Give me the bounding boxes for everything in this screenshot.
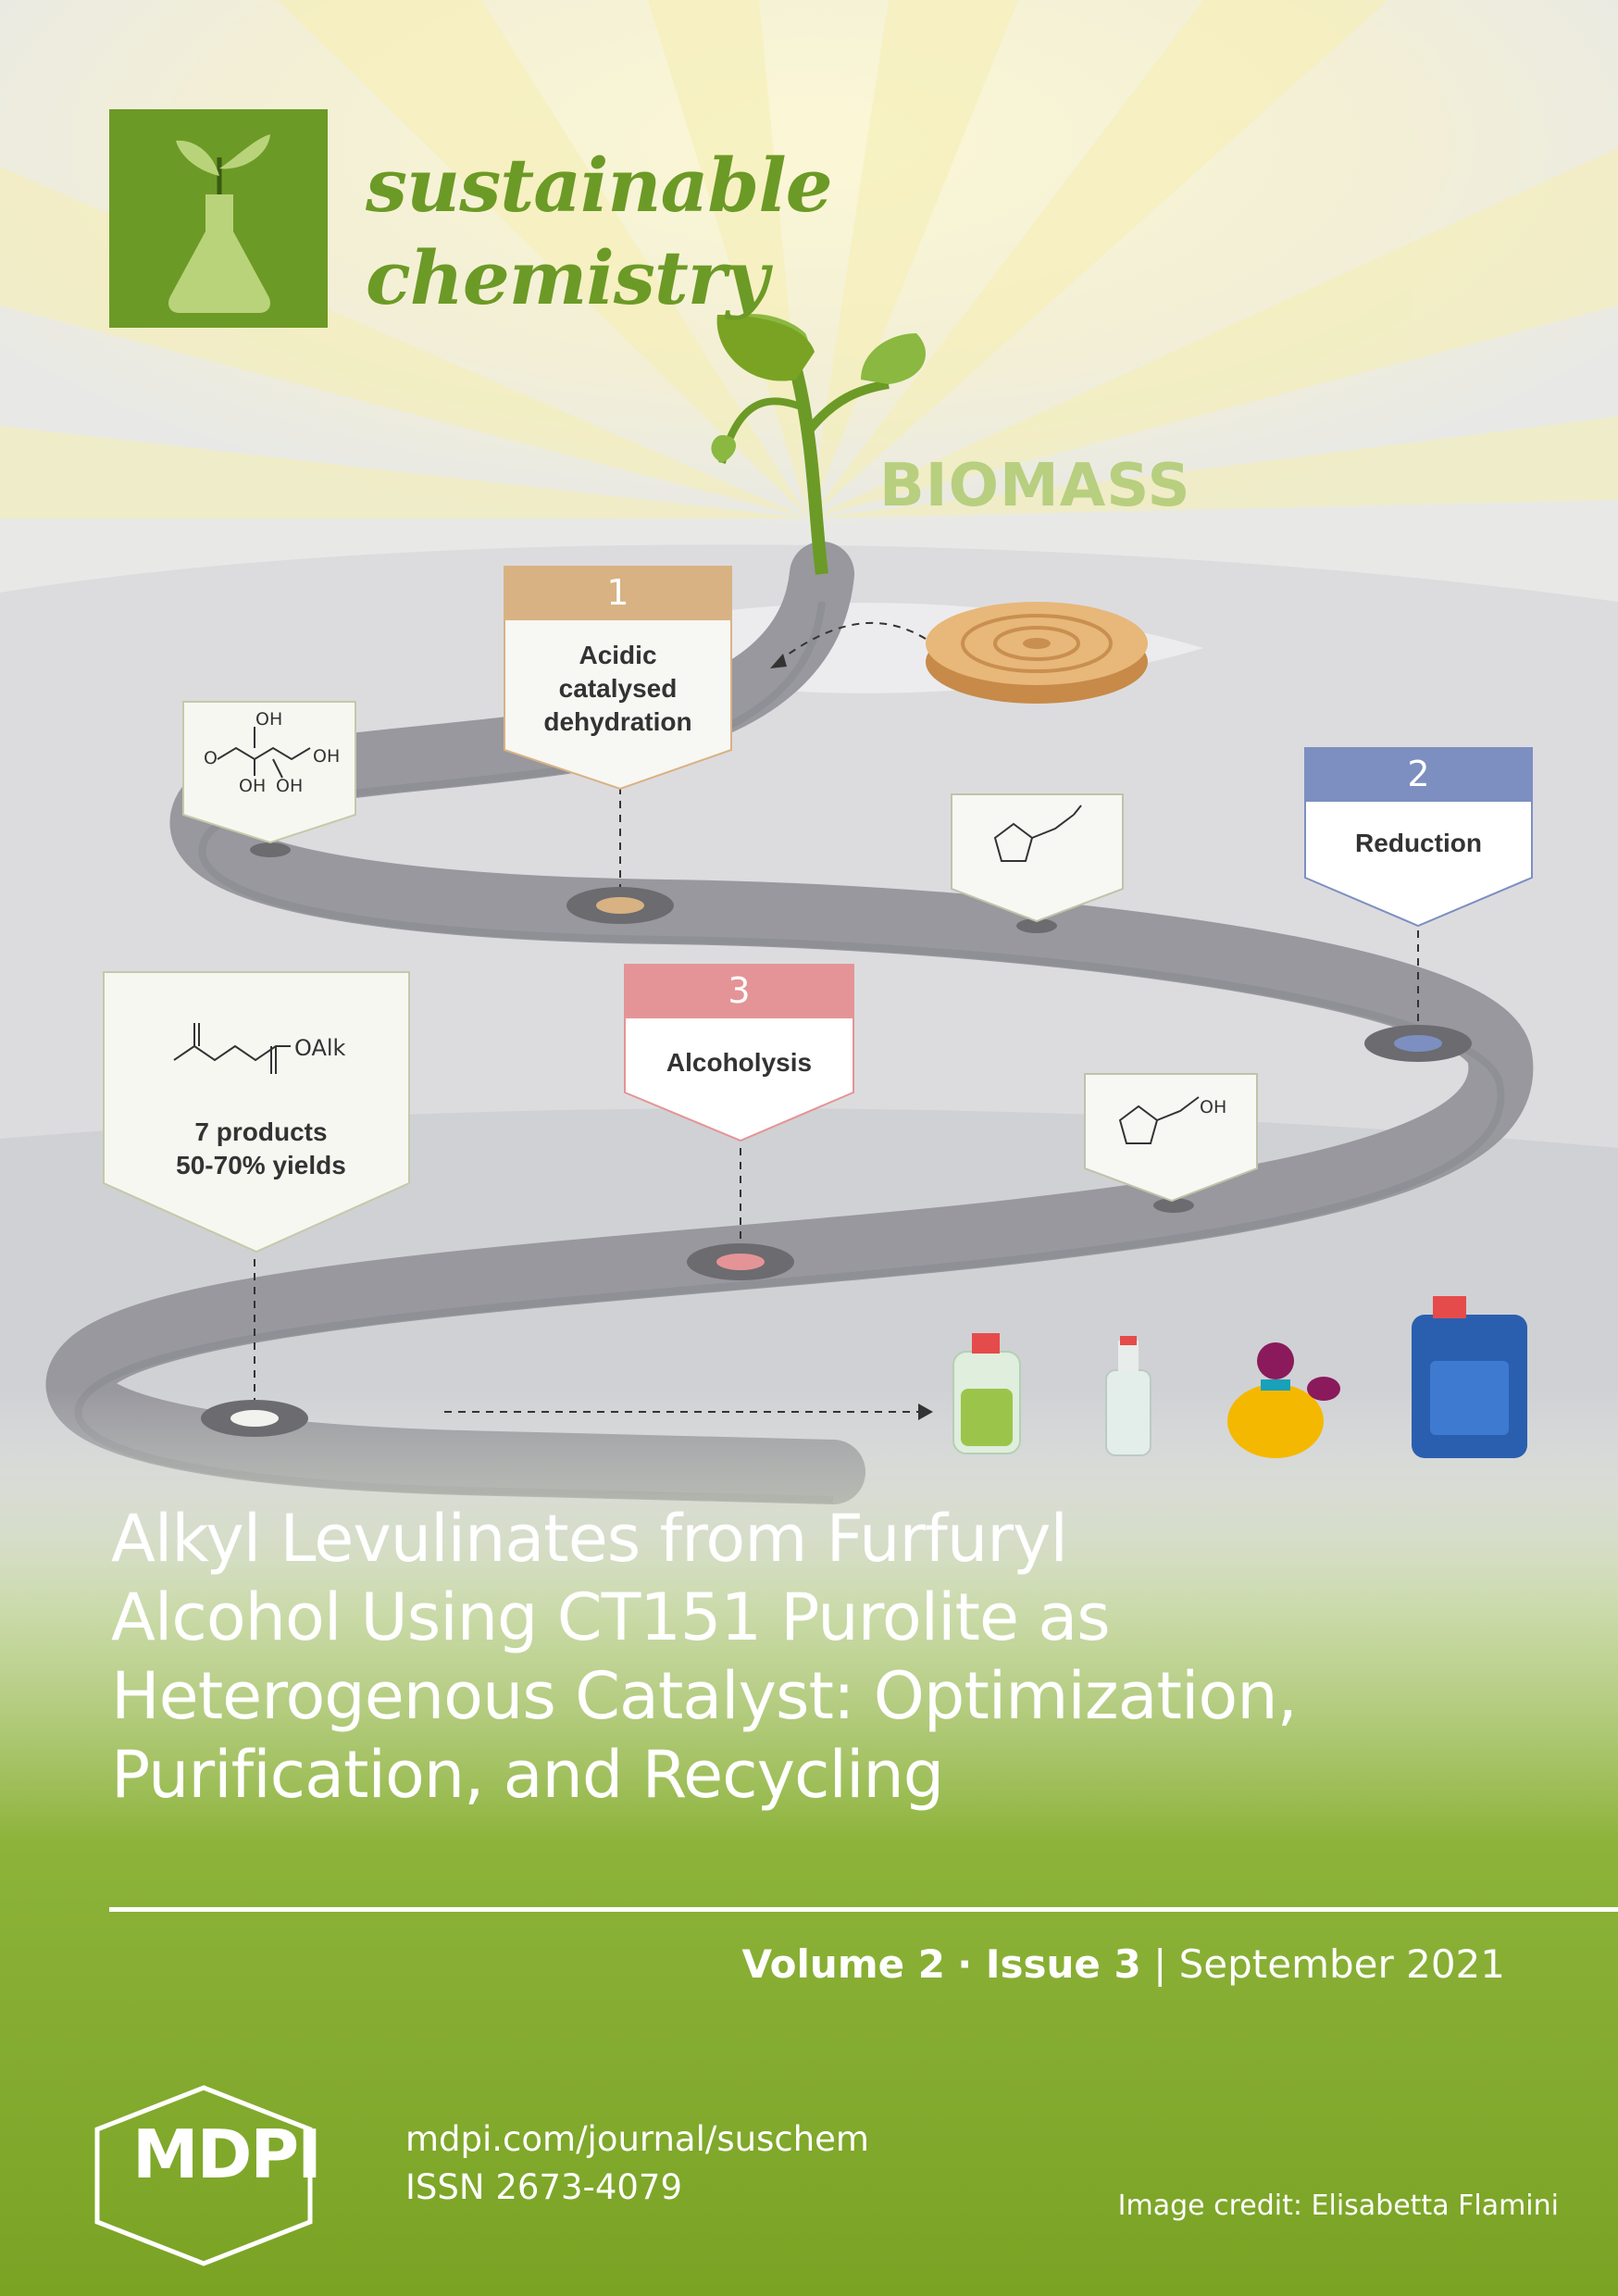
date-separator: |	[1153, 1941, 1179, 1987]
furfuryl-oh-label: OH	[1200, 1097, 1227, 1117]
flask-plant-icon	[168, 134, 270, 313]
sugar-oh-bottom-left: OH	[239, 776, 267, 796]
title-line: Purification, and Recycling	[111, 1737, 944, 1813]
sugar-oh-top: OH	[255, 709, 283, 730]
biomass-label: BIOMASS	[879, 452, 1191, 520]
sprout-icon	[711, 314, 926, 575]
journal-url[interactable]: mdpi.com/journal/suschem	[405, 2119, 869, 2159]
green-gradient	[0, 1389, 1618, 2296]
issue-date: September 2021	[1178, 1941, 1505, 1987]
step-1-label-line: Acidic	[579, 641, 657, 669]
mdpi-logo-text: MDPI	[132, 2115, 322, 2193]
sugar-oh-right: OH	[313, 746, 341, 767]
title-line: Heterogenous Catalyst: Optimization,	[111, 1658, 1298, 1734]
levulinate-ester-label: OAlk	[294, 1035, 346, 1061]
journal-name: sustainable chemistry	[366, 139, 833, 324]
title-line: Alkyl Levulinates from Furfuryl	[111, 1501, 1068, 1577]
perfume-bottle-icon	[1227, 1342, 1340, 1458]
products-line1: 7 products	[194, 1117, 328, 1146]
products-arrowhead	[918, 1404, 933, 1420]
step-3-sign	[624, 964, 854, 1142]
issue-separator: ·	[957, 1941, 986, 1987]
products-caption: 7 products 50-70% yields	[104, 1116, 418, 1182]
article-title: Alkyl Levulinates from Furfuryl Alcohol …	[111, 1500, 1555, 1815]
mdpi-logo-hexagon	[94, 2085, 313, 2266]
wood-log-icon	[926, 602, 1148, 704]
step-1-label-line: catalysed	[558, 674, 678, 703]
issue: Issue 3	[985, 1941, 1141, 1987]
log-arrow	[777, 621, 927, 663]
step-1-label-line: dehydration	[543, 707, 692, 736]
step-3-label: Alcoholysis	[666, 1048, 813, 1077]
detergent-bottle-icon	[952, 1333, 1021, 1454]
sugar-sign	[182, 701, 356, 844]
step-1-label: Acidic catalysed dehydration	[504, 639, 731, 739]
volume: Volume 2	[741, 1941, 945, 1987]
jerrycan-icon	[1412, 1296, 1527, 1458]
furfural-sign	[951, 793, 1124, 923]
title-divider	[109, 1907, 1618, 1912]
step-2-number: 2	[1407, 754, 1430, 794]
issn: ISSN 2673-4079	[405, 2167, 682, 2207]
furfuryl-alcohol-sign	[1084, 1073, 1258, 1203]
sugar-aldehyde-o: O	[204, 748, 218, 768]
sugar-oh-bottom-right: OH	[276, 776, 304, 796]
image-credit: Image credit: Elisabetta Flamini	[1117, 2190, 1559, 2222]
products-line2: 50-70% yields	[176, 1151, 346, 1179]
publisher-info: mdpi.com/journal/suschem ISSN 2673-4079	[405, 2115, 869, 2212]
spray-bottle-icon	[1105, 1336, 1151, 1456]
step-3-number: 3	[728, 970, 751, 1011]
issue-info: Volume 2 · Issue 3 | September 2021	[741, 1941, 1505, 1987]
step-1-number: 1	[606, 572, 629, 613]
journal-name-line1: sustainable	[366, 142, 833, 229]
journal-name-line2: chemistry	[366, 234, 768, 321]
levulinate-sign	[103, 971, 410, 1254]
title-line: Alcohol Using CT151 Purolite as	[111, 1579, 1111, 1655]
step-1-sign	[504, 566, 732, 791]
log-arrowhead	[770, 654, 787, 668]
step-2-sign	[1304, 747, 1533, 928]
step-2-label: Reduction	[1355, 829, 1482, 857]
